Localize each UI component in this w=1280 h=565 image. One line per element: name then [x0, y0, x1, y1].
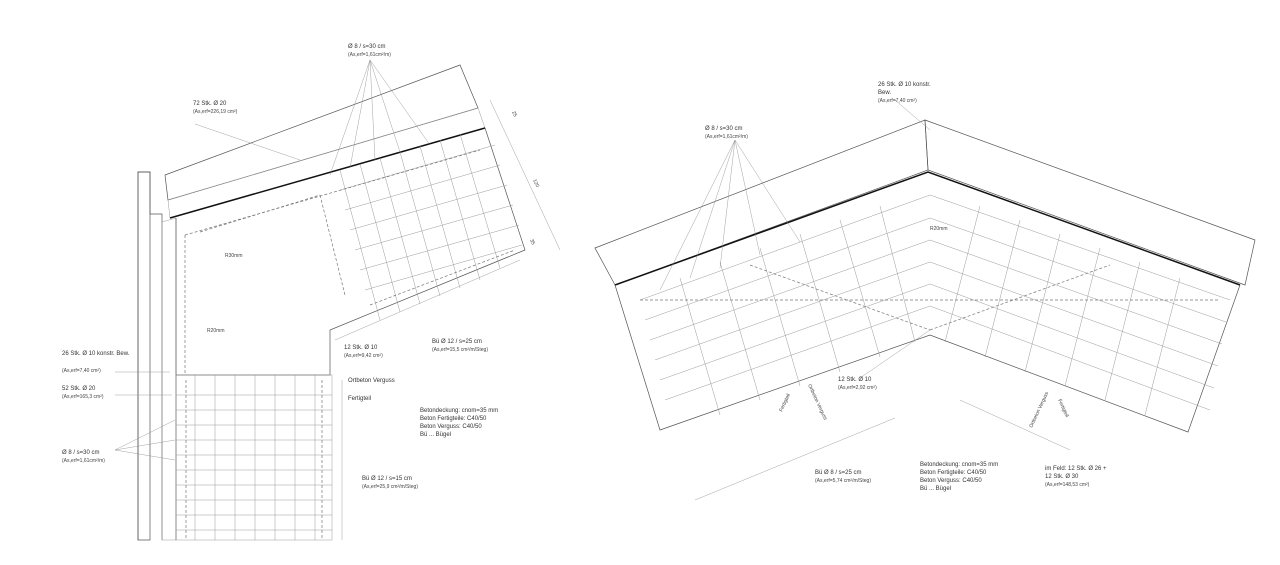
- left-label-d: R20mm: [207, 328, 225, 334]
- right-slab-bold-line: [614, 171, 1241, 286]
- left-label-c: R30mm: [225, 253, 243, 259]
- right-label-k3: (As,erf=148,53 cm²): [1045, 482, 1090, 488]
- left-label-l4: Bü ... Bügel: [420, 432, 451, 438]
- right-label-a2: Bew.: [878, 90, 891, 96]
- left-label-b2: (As,erf=226,19 cm²): [193, 109, 238, 115]
- right-label-j3: Beton Verguss: C40/50: [920, 478, 982, 484]
- right-label-j4: Bü ... Bügel: [920, 486, 951, 492]
- left-label-i2: (As,erf=15,5 cm²/m/Steg): [432, 347, 488, 353]
- right-label-k2: 12 Stk. Ø 30: [1045, 474, 1079, 480]
- left-label-a2: (As,erf=1,61cm²/m): [348, 52, 391, 58]
- right-label-a3: (As,erf=7,40 cm²): [878, 98, 917, 104]
- left-label-b1: 72 Stk. Ø 20: [193, 101, 227, 107]
- right-label-f: Ortbeton Verguss: [806, 383, 828, 421]
- right-leaders: [659, 99, 931, 379]
- left-label-l2: Beton Fertigteile: C40/50: [420, 416, 487, 422]
- left-dim-1: 25: [510, 110, 518, 118]
- right-cut-line-right: [959, 399, 1071, 451]
- right-slab-right-hatch: [924, 119, 1256, 286]
- left-label-l1: Betondeckung: cnom=35 mm: [420, 408, 498, 414]
- right-label-b1: Ø 8 / s=30 cm: [705, 126, 743, 132]
- left-label-k: Fertigteil: [348, 396, 371, 402]
- left-label-m1: Bü Ø 12 / s=15 cm: [362, 476, 412, 482]
- left-dim-3: 35: [528, 238, 536, 246]
- left-wall-inner-hatch: [161, 217, 177, 541]
- left-label-l3: Beton Verguss: C40/50: [420, 424, 482, 430]
- right-beam-outline: [614, 284, 1241, 433]
- left-label-h2: (As,erf=9,42 cm²): [344, 353, 383, 359]
- left-slab-insulation: [167, 107, 486, 219]
- left-wall-hatch: [137, 171, 151, 541]
- right-label-d1: 12 Stk. Ø 10: [838, 377, 872, 383]
- left-label-h1: 12 Stk. Ø 10: [344, 345, 378, 351]
- right-beam-grid: [639, 194, 1231, 416]
- right-label-a1: 26 Stk. Ø 10 konstr.: [878, 82, 931, 88]
- left-leaders: [114, 59, 431, 461]
- right-label-j1: Betondeckung: cnom=35 mm: [920, 462, 998, 468]
- right-label-b2: (As,erf=1,61cm²/m): [705, 134, 748, 140]
- right-label-h: Fertigteil: [1056, 398, 1070, 418]
- left-cut-line-1: [334, 259, 521, 341]
- left-label-i1: Bü Ø 12 / s=25 cm: [432, 339, 482, 345]
- right-cut-line-left: [694, 417, 896, 501]
- left-label-e1: 26 Stk. Ø 10 konstr. Bew.: [62, 351, 130, 357]
- left-column-grid: [175, 374, 333, 541]
- right-label-i1: Bü Ø 8 / s=25 cm: [815, 470, 862, 476]
- right-label-d2: (As,erf=2,92 cm²): [838, 385, 877, 391]
- left-dim-line: [489, 99, 561, 251]
- right-label-e: Fertigteil: [778, 393, 792, 413]
- left-label-m2: (As,erf=25,9 cm²/m/Steg): [362, 484, 418, 490]
- right-label-c: R20mm: [930, 226, 948, 232]
- left-slab-bold-line: [169, 127, 486, 219]
- left-label-j: Ortbeton Verguss: [348, 378, 395, 384]
- left-label-f2: (As,erf=165,3 cm²): [62, 394, 104, 400]
- right-label-g: Ortbeton Verguss: [1028, 391, 1050, 429]
- left-dim-2: 120: [531, 178, 540, 188]
- left-label-a1: Ø 8 / s=30 cm: [348, 44, 386, 50]
- left-label-g1: Ø 8 / s=30 cm: [62, 450, 100, 456]
- right-label-j2: Beton Fertigteile: C40/50: [920, 470, 987, 476]
- right-detail: 26 Stk. Ø 10 konstr. Bew. (As,erf=7,40 c…: [594, 82, 1256, 501]
- right-label-k1: im Feld: 12 Stk. Ø 26 +: [1045, 466, 1107, 472]
- left-detail: Ø 8 / s=30 cm (As,erf=1,61cm²/m) 72 Stk.…: [62, 44, 561, 541]
- right-slab-left-hatch: [594, 119, 929, 286]
- left-slab-top-hatch: [164, 64, 479, 201]
- right-label-i2: (As,erf=5,74 cm²/m/Steg): [815, 478, 871, 484]
- left-beam-grid: [184, 133, 523, 375]
- left-label-f1: 52 Stk. Ø 20: [62, 386, 96, 392]
- left-label-e2: (As,erf=7,40 cm²): [62, 368, 101, 374]
- left-label-g2: (As,erf=1,61cm²/m): [62, 458, 105, 464]
